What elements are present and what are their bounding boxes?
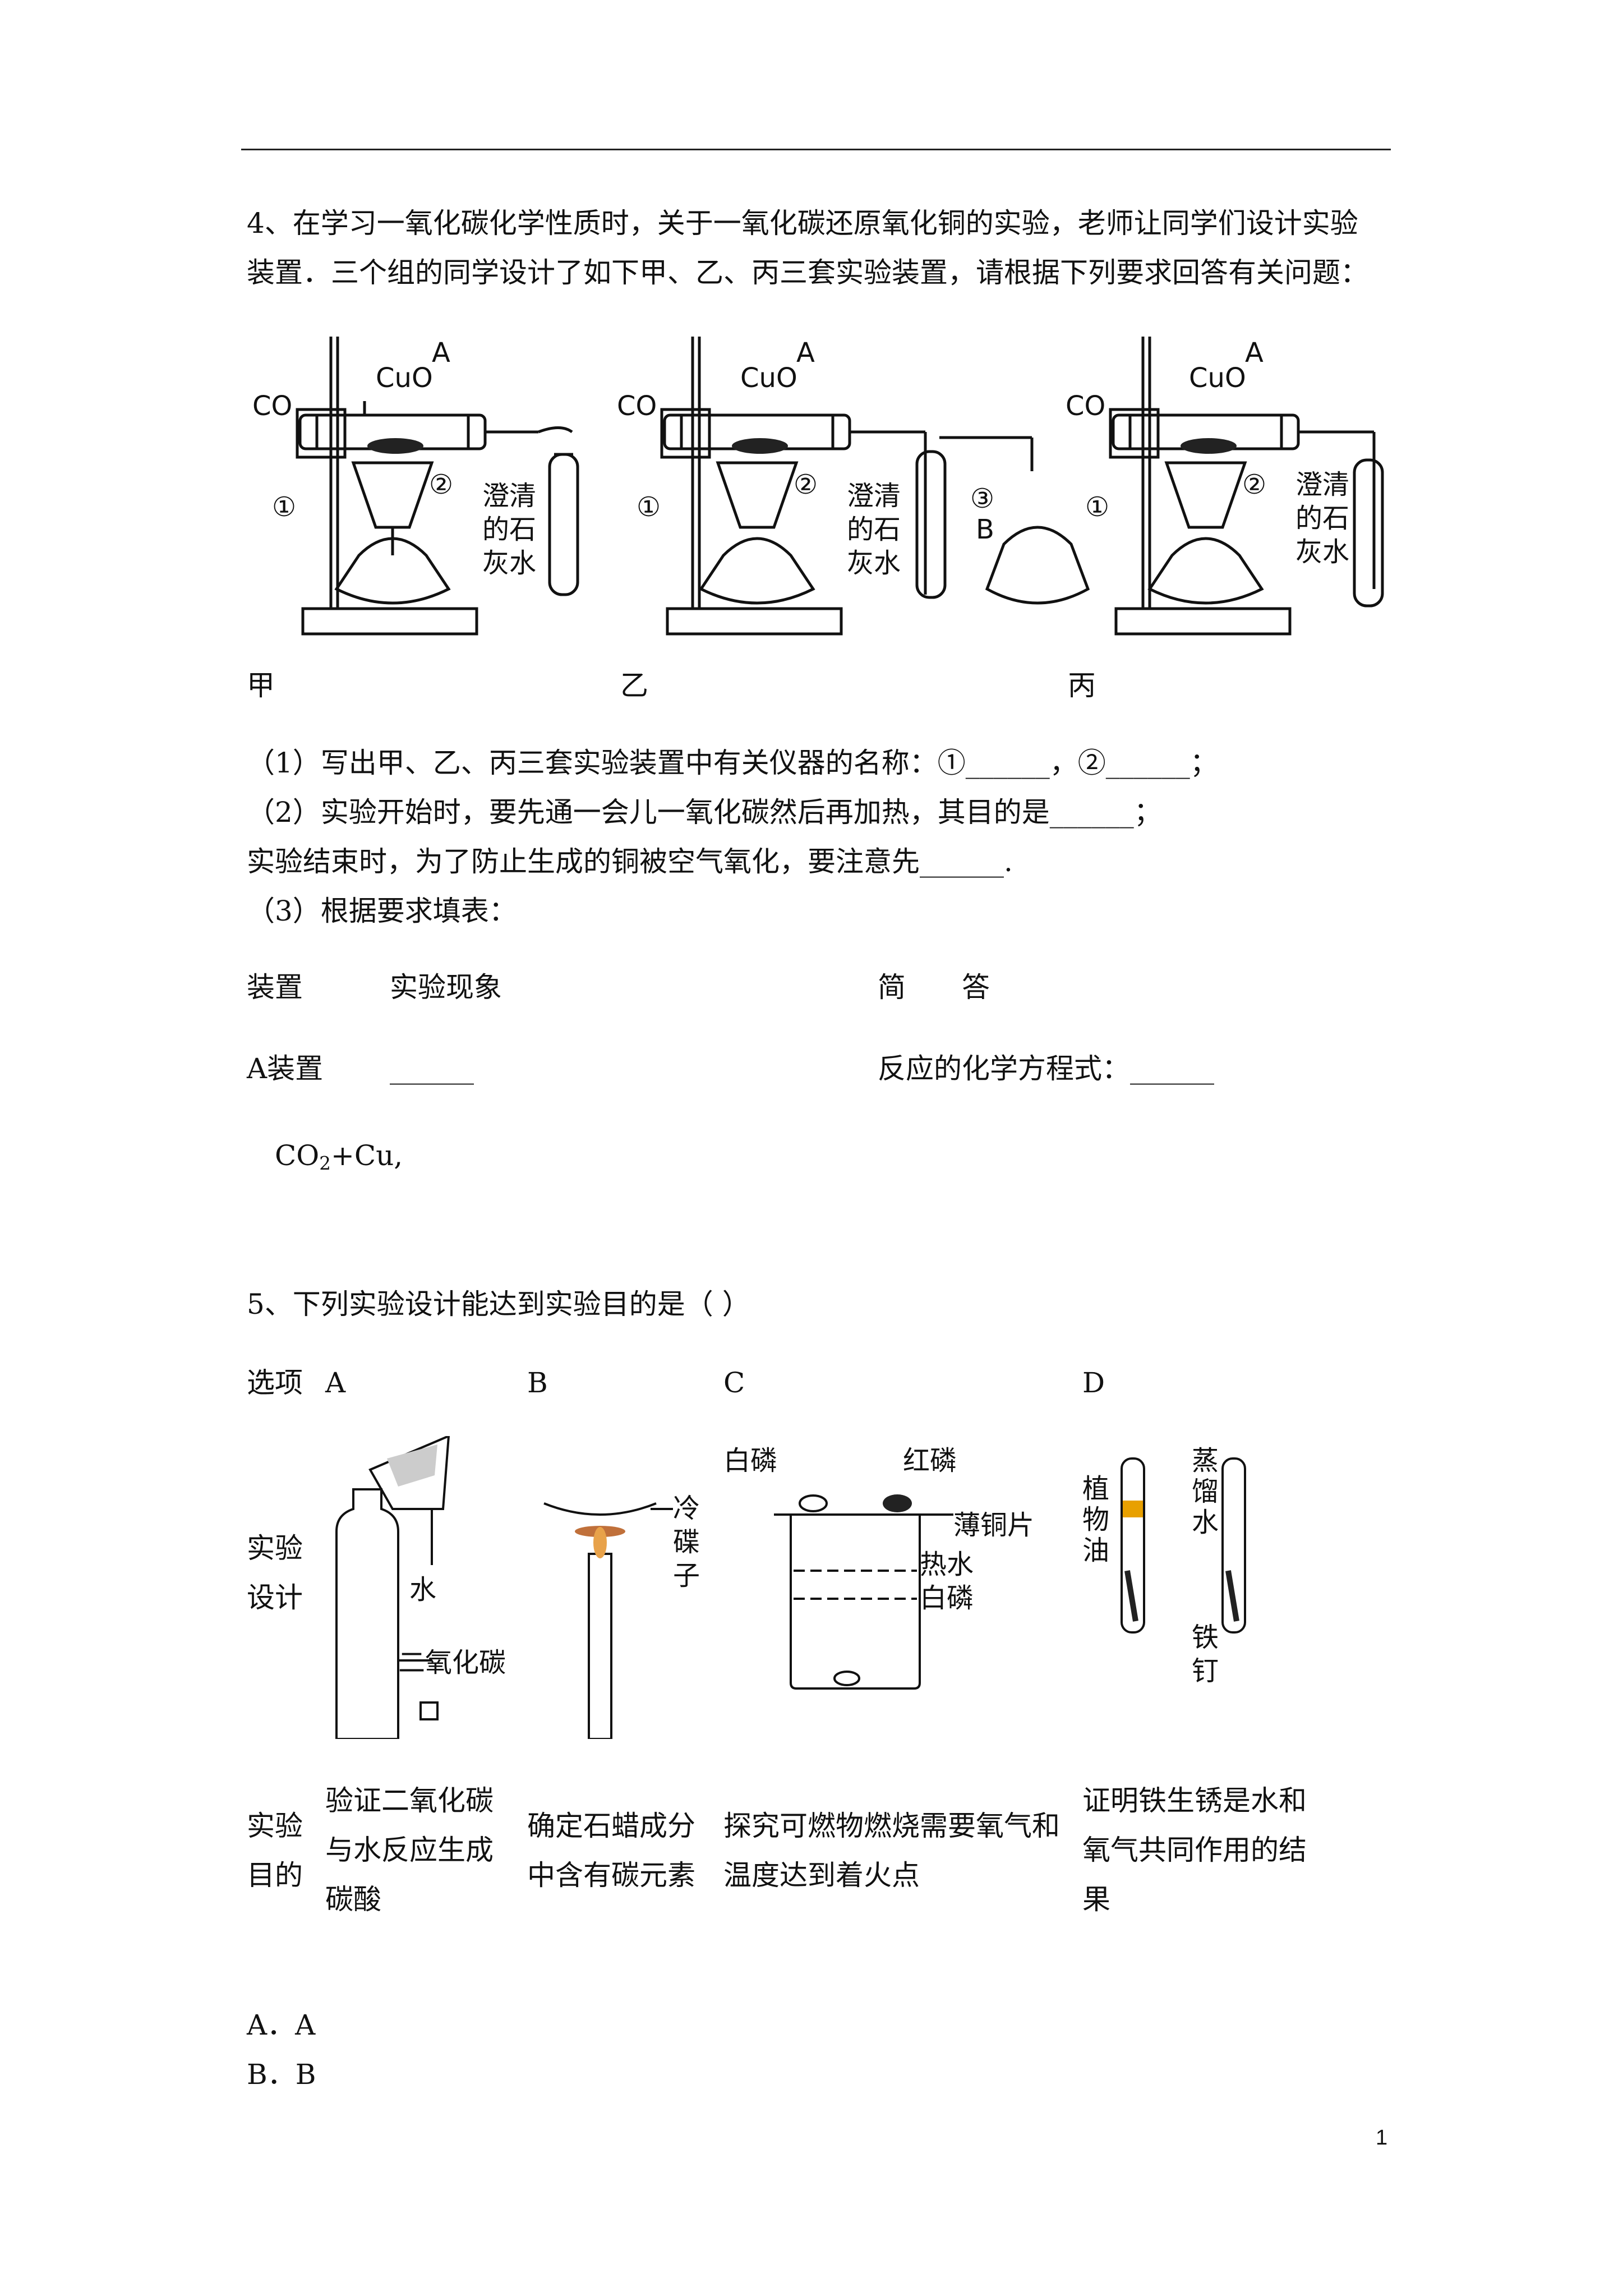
label-co-1: CO bbox=[252, 390, 292, 422]
page-number: 1 bbox=[1376, 2126, 1388, 2150]
q5-design-figures: 水 二氧化碳 冷 碟 子 白磷 红磷 薄铜片 热水 白磷 植 物 油 蒸 馏 水… bbox=[335, 1436, 1246, 1739]
purpose-a-line-2: 与水反应生成 bbox=[325, 1834, 494, 1866]
q4-sub-1: （1）写出甲、乙、丙三套实验装置中有关仪器的名称：①______，②______… bbox=[247, 747, 1218, 779]
option-a-header: A bbox=[325, 1366, 346, 1399]
purpose-c-line-2: 温度达到着火点 bbox=[723, 1859, 920, 1892]
label-n1-2: ① bbox=[637, 491, 661, 523]
table-header-phenomenon: 实验现象 bbox=[390, 971, 502, 1004]
label-b: B bbox=[976, 514, 994, 545]
option-c-header: C bbox=[723, 1366, 745, 1399]
q4-sub-2b: 实验结束时，为了防止生成的铜被空气氧化，要注意先______. bbox=[247, 845, 1013, 878]
label-nail-1: 铁 bbox=[1192, 1622, 1219, 1653]
q4-apparatus-figure: CO CO CO CuO CuO CuO A A A B ① ① ① ② ② ②… bbox=[252, 337, 1384, 636]
purpose-c-line-1: 探究可燃物燃烧需要氧气和 bbox=[723, 1810, 1060, 1842]
label-limewater-a2: 的石 bbox=[482, 514, 536, 545]
label-nail-2: 钉 bbox=[1192, 1655, 1219, 1687]
apparatus-jia bbox=[296, 337, 579, 636]
purpose-a-line-1: 验证二氧化碳 bbox=[325, 1784, 494, 1817]
label-cold-3: 子 bbox=[673, 1560, 700, 1591]
figure-a-bottle bbox=[335, 1436, 450, 1739]
design-label-1: 实验 bbox=[247, 1532, 303, 1565]
label-co-3: CO bbox=[1066, 390, 1105, 422]
purpose-label-2: 目的 bbox=[247, 1859, 303, 1892]
label-oil-2: 物 bbox=[1082, 1504, 1109, 1535]
label-limewater-b2: 的石 bbox=[847, 514, 901, 545]
q4-sub-3: （3）根据要求填表： bbox=[247, 895, 517, 927]
label-cuo-2: CuO bbox=[740, 362, 797, 394]
purpose-d-line-3: 果 bbox=[1082, 1883, 1110, 1916]
q4-sub-2: （2）实验开始时，要先通一会儿一氧化碳然后再加热，其目的是______； bbox=[247, 796, 1162, 829]
purpose-d-line-1: 证明铁生锈是水和 bbox=[1082, 1784, 1307, 1817]
q4-line-2: 装置．三个组的同学设计了如下甲、乙、丙三套实验装置，请根据下列要求回答有关问题： bbox=[247, 256, 1368, 289]
option-header-label: 选项 bbox=[247, 1366, 303, 1399]
equation-fragment: CO2+Cu, bbox=[275, 1139, 403, 1175]
label-distilled-1: 蒸 bbox=[1192, 1445, 1219, 1476]
label-white-p: 白磷 bbox=[723, 1445, 777, 1476]
label-copper-sheet: 薄铜片 bbox=[953, 1510, 1034, 1541]
label-limewater-b1: 澄清 bbox=[847, 480, 901, 512]
caption-jia: 甲 bbox=[247, 669, 275, 702]
purpose-d-line-2: 氧气共同作用的结 bbox=[1082, 1834, 1307, 1866]
label-limewater-a1: 澄清 bbox=[482, 480, 536, 512]
label-co-2: CO bbox=[617, 390, 657, 422]
label-cold-1: 冷 bbox=[673, 1493, 700, 1524]
purpose-b-line-1: 确定石蜡成分 bbox=[527, 1810, 695, 1842]
purpose-label-1: 实验 bbox=[247, 1810, 303, 1842]
table-row-phenomenon: ______ bbox=[390, 1052, 474, 1085]
label-a-3: A bbox=[1245, 337, 1264, 369]
label-white-p-2: 白磷 bbox=[920, 1582, 974, 1614]
label-water: 水 bbox=[409, 1574, 436, 1605]
label-limewater-a3: 灰水 bbox=[482, 547, 536, 579]
label-limewater-c2: 的石 bbox=[1295, 503, 1349, 534]
label-n3: ③ bbox=[970, 483, 994, 514]
purpose-b-line-2: 中含有碳元素 bbox=[527, 1859, 695, 1892]
caption-yi: 乙 bbox=[620, 669, 648, 702]
purpose-a-line-3: 碳酸 bbox=[325, 1883, 381, 1916]
figure-c-beaker bbox=[774, 1494, 953, 1690]
label-n2-2: ② bbox=[794, 469, 818, 500]
label-cold-2: 碟 bbox=[673, 1526, 700, 1558]
figure-b-candle bbox=[543, 1502, 673, 1739]
label-oil-1: 植 bbox=[1082, 1473, 1109, 1504]
label-a-2: A bbox=[796, 337, 815, 369]
choice-a[interactable]: A．A bbox=[247, 2009, 316, 2041]
label-n1-1: ① bbox=[272, 491, 296, 523]
label-distilled-2: 馏 bbox=[1192, 1476, 1219, 1507]
caption-bing: 丙 bbox=[1068, 669, 1096, 702]
label-limewater-b3: 灰水 bbox=[847, 547, 901, 579]
label-limewater-c3: 灰水 bbox=[1295, 536, 1349, 568]
table-header-answer: 简 答 bbox=[878, 971, 990, 1004]
choice-b[interactable]: B．B bbox=[247, 2058, 316, 2091]
design-label-2: 设计 bbox=[247, 1581, 303, 1614]
label-cuo-1: CuO bbox=[376, 362, 433, 394]
label-oil-3: 油 bbox=[1082, 1535, 1109, 1566]
label-cuo-3: CuO bbox=[1189, 362, 1246, 394]
figure-d-test-tubes bbox=[1121, 1457, 1246, 1634]
table-header-device: 装置 bbox=[247, 971, 303, 1004]
label-distilled-3: 水 bbox=[1192, 1507, 1219, 1538]
apparatus-bing bbox=[1109, 337, 1384, 636]
table-row-device: A装置 bbox=[247, 1052, 324, 1085]
option-b-header: B bbox=[527, 1366, 548, 1399]
label-n2-1: ② bbox=[429, 469, 453, 500]
label-co2: 二氧化碳 bbox=[398, 1647, 506, 1678]
option-d-header: D bbox=[1082, 1366, 1105, 1399]
table-row-answer: 反应的化学方程式：______ bbox=[878, 1052, 1214, 1085]
q5-stem: 5、下列实验设计能达到实验目的是（ ） bbox=[247, 1288, 750, 1320]
label-hot-water: 热水 bbox=[920, 1549, 974, 1580]
label-red-p: 红磷 bbox=[903, 1445, 957, 1476]
q4-line-1: 4、在学习一氧化碳化学性质时，关于一氧化碳还原氧化铜的实验，老师让同学们设计实验 bbox=[247, 207, 1358, 240]
apparatus-yi bbox=[660, 337, 1090, 636]
label-limewater-c1: 澄清 bbox=[1295, 469, 1349, 500]
label-n2-3: ② bbox=[1242, 469, 1266, 500]
label-a-1: A bbox=[432, 337, 450, 369]
label-n1-3: ① bbox=[1085, 491, 1109, 523]
header-rule bbox=[241, 149, 1391, 150]
